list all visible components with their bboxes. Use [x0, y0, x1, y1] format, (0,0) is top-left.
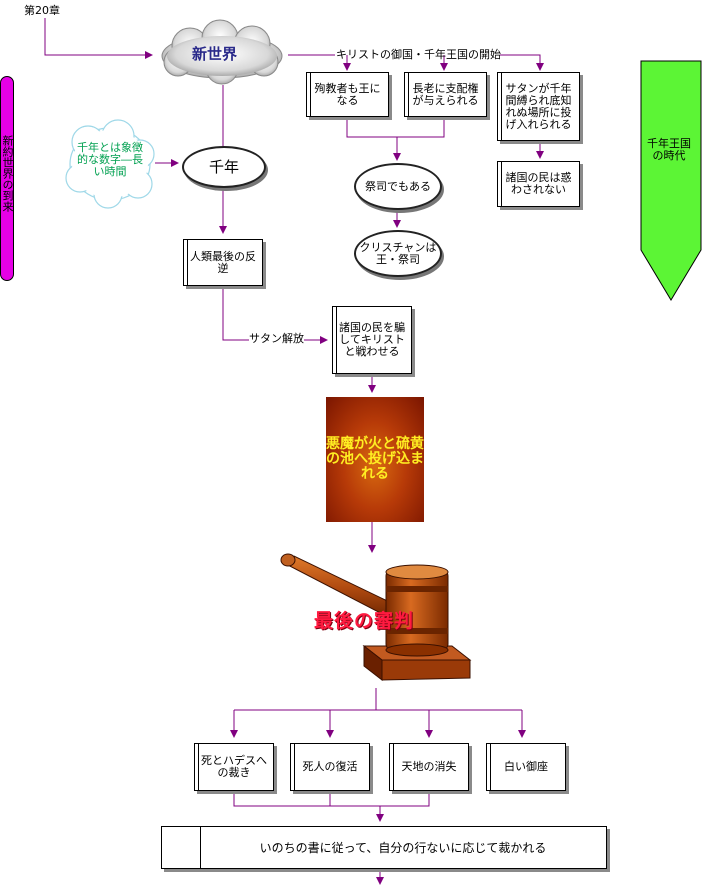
nations-not-deceived-text: 諸国の民は惑わされない — [505, 171, 572, 196]
millennium-period-text: 千年王国の時代 — [647, 137, 691, 162]
new-world-label: 新世界 — [192, 45, 238, 63]
chapter-label: 第20章 — [24, 4, 60, 17]
deceive-nations-box: 諸国の民を騙してキリストと戦わせる — [332, 306, 412, 374]
christians-text: クリスチャンは王・祭司 — [359, 240, 437, 266]
gavel-icon — [280, 553, 472, 682]
final-judgment-bar: いのちの書に従って、自分の行ないに応じて裁かれる — [161, 826, 607, 869]
judgment-box-3: 天地の消失 — [389, 743, 469, 791]
satan-bound-box: サタンが千年間縛られ底知れぬ場所に投げ入れられる — [497, 72, 580, 141]
judgment-box-4: 白い御座 — [486, 743, 566, 791]
judgment-text-1: 死とハデスへの裁き — [201, 754, 267, 779]
thousand-text: 千年 — [208, 158, 239, 176]
side-bar — [0, 76, 14, 281]
judgment-text-4: 白い御座 — [504, 760, 548, 773]
judgment-text-2: 死人の復活 — [302, 760, 358, 773]
elders-text: 長老に支配権が与えられる — [412, 81, 479, 107]
satan-bound-text: サタンが千年間縛られ底知れぬ場所に投げ入れられる — [505, 81, 572, 131]
side-label: 新約世界の到来 — [1, 135, 14, 212]
priests-ellipse: 祭司でもある — [354, 163, 442, 210]
devil-lake-text: 悪魔が火と硫黄の池へ投げ込まれる — [326, 436, 424, 482]
final-judgment-text: いのちの書に従って、自分の行ないに応じて裁かれる — [259, 841, 547, 855]
judgment-text-3: 天地の消失 — [401, 760, 457, 773]
kingdom-start-label: キリストの御国・千年王国の開始 — [336, 48, 501, 61]
thousand-note-cloud — [65, 119, 155, 209]
judgment-box-2: 死人の復活 — [290, 743, 370, 791]
nations-not-deceived-box: 諸国の民は惑わされない — [497, 161, 580, 207]
thousand-note-text: 千年とは象徴的な数字―長い時間 — [77, 141, 143, 178]
deceive-nations-text: 諸国の民を騙してキリストと戦わせる — [339, 321, 405, 358]
new-world-cloud — [161, 19, 283, 85]
thousand-ellipse: 千年 — [182, 146, 266, 188]
last-rebellion-text: 人類最後の反逆 — [190, 249, 256, 275]
priests-text: 祭司でもある — [365, 179, 431, 193]
millennium-banner — [640, 60, 702, 301]
last-judgment-label: 最後の審判 — [314, 610, 415, 632]
last-rebellion-box: 人類最後の反逆 — [183, 239, 263, 286]
martyrs-text: 殉教者も王になる — [314, 81, 381, 107]
devil-lake-block: 悪魔が火と硫黄の池へ投げ込まれる — [326, 397, 424, 522]
christians-ellipse: クリスチャンは王・祭司 — [354, 230, 442, 277]
judgment-box-1: 死とハデスへの裁き — [194, 743, 274, 791]
elders-box: 長老に支配権が与えられる — [404, 72, 487, 117]
martyrs-box: 殉教者も王になる — [306, 72, 389, 117]
satan-released-label: サタン解放 — [249, 332, 304, 345]
